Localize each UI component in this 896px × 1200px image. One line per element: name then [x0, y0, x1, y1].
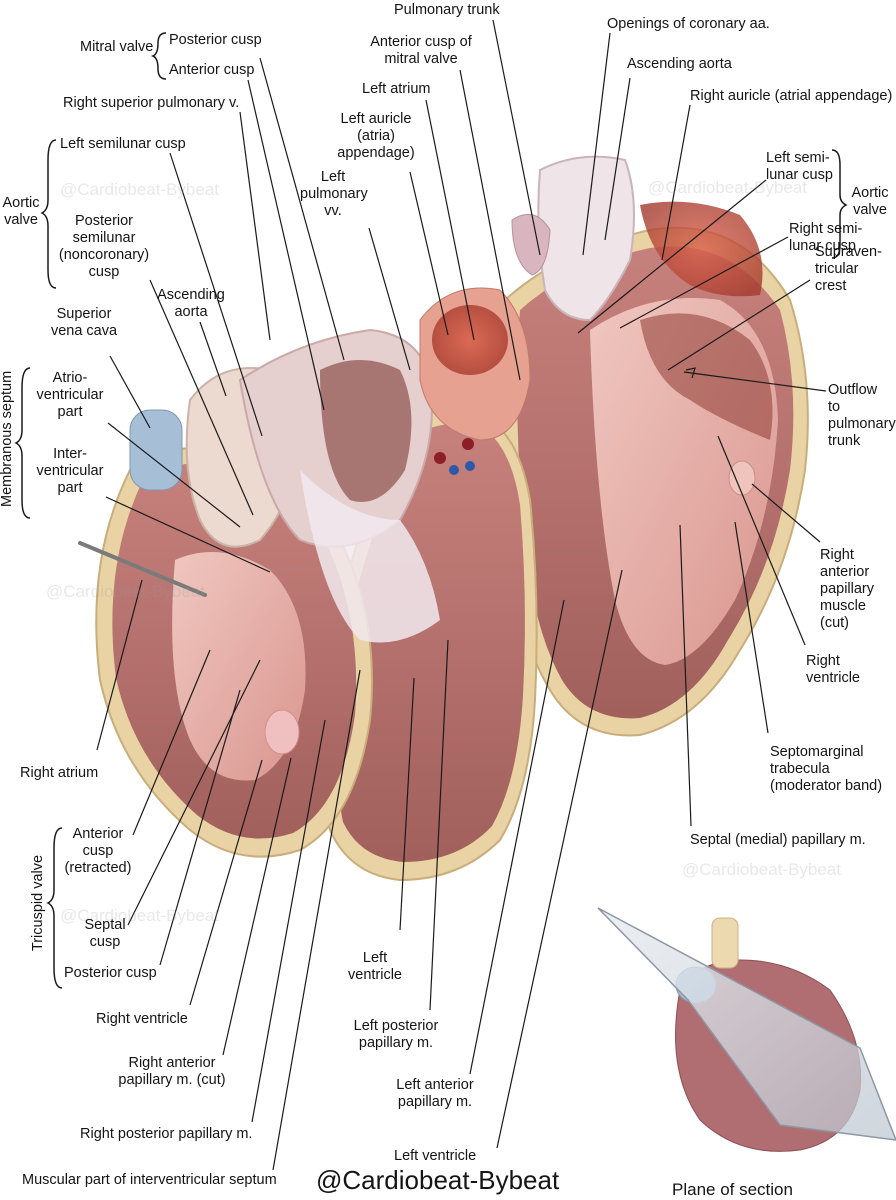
label-right-atrium: Right atrium [20, 765, 99, 781]
label-right-anterior-papillary-cut: Right anterior papillary m. (cut) [118, 1055, 226, 1088]
watermark: @Cardiobeat-Bybeat [682, 860, 842, 879]
label-ascending-aorta-top: Ascending aorta [627, 56, 732, 72]
label-left-anterior-papillary: Left anterior papillary m. [396, 1077, 474, 1110]
label-pulmonary-trunk: Pulmonary trunk [394, 2, 500, 18]
watermark: @Cardiobeat-Bybeat [60, 180, 220, 199]
plane-of-section-inset [597, 907, 896, 1152]
label-mitral-posterior-cusp: Posterior cusp [169, 32, 262, 48]
label-aortic-valve-right: Aortic valve [851, 185, 889, 218]
label-posterior-cusp: Posterior cusp [64, 965, 157, 981]
label-septal-cusp: Septal cusp [84, 917, 126, 950]
watermark: @Cardiobeat-Bybeat [46, 582, 206, 601]
label-left-ventricle-bottom: Left ventricle [394, 1148, 477, 1164]
label-plane-of-section: Plane of section [672, 1180, 793, 1199]
label-interventricular-part: Inter- ventricular part [36, 446, 104, 496]
label-mitral-anterior-cusp: Anterior cusp [169, 62, 255, 78]
brand-signature: @Cardiobeat-Bybeat [316, 1165, 560, 1195]
label-anterior-cusp-retracted: Anterior cusp (retracted) [64, 826, 132, 876]
label-left-semilunar-cusp: Left semilunar cusp [60, 136, 186, 152]
label-posterior-semilunar-cusp: Posterior semilunar (noncoronary) cusp [58, 213, 150, 280]
bracket-lines [14, 32, 848, 989]
label-right-ventricle-left: Right ventricle [96, 1011, 188, 1027]
probe-rod [78, 541, 207, 597]
label-left-atrium: Left atrium [362, 81, 431, 97]
label-aortic-valve-left: Aortic valve [2, 195, 40, 228]
right-atrium-block [95, 409, 373, 858]
label-membranous-septum: Membranous septum [0, 370, 15, 507]
label-right-auricle: Right auricle (atrial appendage) [690, 88, 893, 104]
label-left-auricle: Left auricle (atria) appendage) [337, 111, 415, 161]
label-ascending-aorta-mid: Ascending aorta [157, 287, 225, 320]
label-atrioventricular-part: Atrio- ventricular part [36, 370, 104, 420]
label-right-semilunar-cusp: Right semi- lunar cusp [789, 221, 863, 254]
label-outflow-pulmonary: Outflow to pulmonary trunk [828, 382, 896, 449]
valve-region [185, 155, 763, 643]
label-left-ventricle-mid: Left ventricle [348, 950, 402, 983]
watermark: @Cardiobeat-Bybeat [648, 178, 808, 197]
label-muscular-part: Muscular part of interventricular septum [22, 1172, 277, 1188]
label-septal-papillary: Septal (medial) papillary m. [690, 832, 866, 848]
label-right-anterior-papillary-muscle: Right anterior papillary muscle (cut) [820, 547, 874, 631]
leader-lines [96, 19, 827, 1171]
label-left-pulmonary-vv: Left pulmonary vv. [300, 169, 368, 219]
label-left-semilunar-cusp-right: Left semi- lunar cusp [766, 150, 833, 183]
label-right-superior-pulmonary: Right superior pulmonary v. [63, 95, 240, 111]
label-tricuspid-valve: Tricuspid valve [30, 854, 46, 952]
label-openings-coronary: Openings of coronary aa. [607, 16, 770, 32]
label-left-posterior-papillary: Left posterior papillary m. [353, 1018, 439, 1051]
label-right-posterior-papillary: Right posterior papillary m. [80, 1126, 253, 1142]
right-ventricle-block [500, 226, 809, 737]
watermark: @Cardiobeat-Bybeat [60, 906, 220, 925]
label-supraventricular-crest: Supraven- tricular crest [815, 244, 882, 294]
label-anterior-cusp-mitral: Anterior cusp of mitral valve [370, 34, 472, 67]
label-septomarginal-trabecula: Septomarginal trabecula (moderator band) [770, 744, 883, 794]
label-mitral-valve: Mitral valve [80, 39, 154, 55]
label-superior-vena-cava: Superior vena cava [50, 306, 118, 339]
label-right-ventricle-right: Right ventricle [806, 653, 860, 686]
